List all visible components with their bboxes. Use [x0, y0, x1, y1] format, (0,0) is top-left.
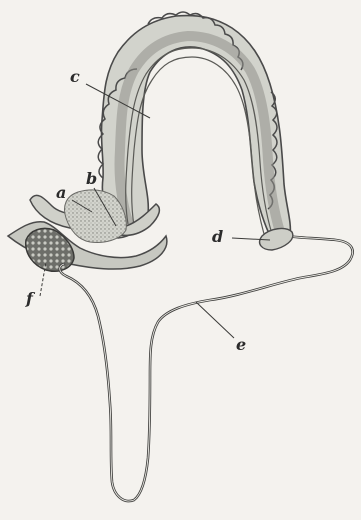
label-d: d — [212, 227, 223, 246]
filament-e — [60, 236, 353, 501]
gland-f — [26, 228, 74, 271]
label-c: c — [70, 67, 80, 86]
label-b: b — [86, 169, 97, 188]
leader-e — [196, 302, 234, 338]
label-a: a — [56, 183, 66, 202]
label-f: f — [25, 289, 36, 308]
label-e: e — [236, 335, 246, 354]
